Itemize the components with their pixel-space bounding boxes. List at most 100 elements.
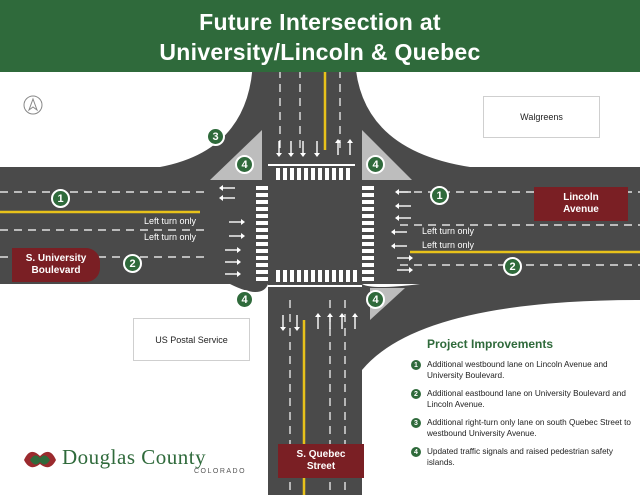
crosswalk-stripe — [256, 277, 268, 281]
arrow-icon — [300, 141, 306, 157]
legend-number: 4 — [411, 447, 421, 457]
crosswalk-stripe — [276, 270, 280, 282]
project-improvements-legend: Project Improvements 1 Additional westbo… — [405, 333, 635, 475]
crosswalk-stripe — [325, 168, 329, 180]
crosswalk-stripe — [346, 168, 350, 180]
arrow-icon — [225, 271, 241, 277]
lincoln-avenue-tag: Lincoln Avenue — [534, 187, 628, 221]
crosswalk-stripe — [256, 256, 268, 260]
crosswalk-stripe — [362, 186, 374, 190]
lincoln-line-2: Avenue — [563, 204, 599, 215]
badge-2-east: 2 — [503, 257, 522, 276]
crosswalk-stripe — [256, 186, 268, 190]
badge-2-west: 2 — [123, 254, 142, 273]
university-line-2: Boulevard — [31, 265, 81, 276]
university-line-1: S. University — [25, 253, 87, 264]
crosswalk-stripe — [362, 200, 374, 204]
badge-4-nw: 4 — [235, 155, 254, 174]
arrow-icon — [280, 315, 286, 331]
arrow-icon — [276, 141, 282, 157]
arrow-icon — [397, 267, 413, 273]
badge-3: 3 — [206, 127, 225, 146]
left-turn-label: Left turn only — [422, 226, 475, 236]
crosswalk-stripe — [276, 168, 280, 180]
crosswalk-stripe — [325, 270, 329, 282]
arrow-icon — [288, 141, 294, 157]
lincoln-line-1: Lincoln — [563, 192, 599, 203]
north-arrow-icon — [23, 95, 43, 115]
crosswalk-stripe — [362, 270, 374, 274]
crosswalk-stripe — [256, 249, 268, 253]
arrow-icon — [225, 247, 241, 253]
crosswalk-stripe — [346, 270, 350, 282]
legend-number: 2 — [411, 389, 421, 399]
quebec-line-2: Street — [306, 461, 336, 472]
logo-name: Douglas County — [62, 445, 207, 469]
crosswalk-stripe — [256, 207, 268, 211]
crosswalk-stripe — [362, 256, 374, 260]
legend-item: 3 Additional right-turn only lane on sou… — [405, 417, 635, 439]
crosswalk-stripe — [362, 207, 374, 211]
crosswalk-stripe — [353, 270, 357, 282]
arrow-icon — [335, 139, 341, 155]
crosswalk-stripe — [332, 168, 336, 180]
arrow-icon — [225, 259, 241, 265]
legend-heading: Project Improvements — [427, 337, 554, 351]
crosswalk-stripe — [339, 270, 343, 282]
crosswalk-stripe — [362, 228, 374, 232]
arrow-icon — [395, 215, 411, 221]
title-line-1: Future Intersection at — [199, 9, 441, 35]
crosswalk-stripe — [362, 214, 374, 218]
badge-1-east: 1 — [430, 186, 449, 205]
crosswalk-stripe — [290, 270, 294, 282]
badge-1-west: 1 — [51, 189, 70, 208]
arrow-icon — [391, 229, 407, 235]
legend-text: Updated traffic signals and raised pedes… — [427, 447, 613, 467]
arrow-icon — [327, 313, 333, 329]
stop-bars — [268, 164, 362, 287]
crosswalks — [256, 168, 374, 282]
douglas-county-logo-icon — [24, 451, 56, 468]
quebec-street-tag: S. Quebec Street — [278, 444, 364, 478]
crosswalk-stripe — [256, 242, 268, 246]
crosswalk-stripe — [362, 193, 374, 197]
title-banner: Future Intersection at University/Lincol… — [0, 0, 640, 72]
arrow-icon — [229, 219, 245, 225]
crosswalk-stripe — [256, 228, 268, 232]
arrow-icon — [375, 371, 381, 387]
left-turn-label: Left turn only — [144, 216, 197, 226]
crosswalk-stripe — [318, 270, 322, 282]
crosswalk-stripe — [297, 270, 301, 282]
quebec-line-1: S. Quebec — [296, 449, 346, 460]
crosswalk-stripe — [304, 270, 308, 282]
logo-sub: COLORADO — [194, 468, 247, 475]
crosswalk-stripe — [290, 168, 294, 180]
badge-4-ne: 4 — [366, 155, 385, 174]
arrow-icon — [314, 141, 320, 157]
university-boulevard-tag: S. University Boulevard — [12, 248, 100, 282]
arrow-icon — [391, 243, 407, 249]
badge-4-se: 4 — [366, 290, 385, 309]
arrow-icon — [395, 189, 411, 195]
crosswalk-stripe — [362, 277, 374, 281]
left-turn-label: Left turn only — [144, 232, 197, 242]
crosswalk-stripe — [256, 235, 268, 239]
crosswalk-stripe — [256, 214, 268, 218]
arrow-icon — [397, 255, 413, 261]
crosswalk-stripe — [283, 270, 287, 282]
post-office-label: US Postal Service — [133, 318, 250, 361]
crosswalk-stripe — [362, 242, 374, 246]
badge-4-sw: 4 — [235, 290, 254, 309]
crosswalk-stripe — [362, 221, 374, 225]
crosswalk-stripe — [339, 168, 343, 180]
arrow-icon — [352, 313, 358, 329]
walgreens-label: Walgreens — [483, 96, 600, 138]
arrow-icon — [315, 313, 321, 329]
legend-number: 3 — [411, 418, 421, 428]
crosswalk-stripe — [362, 263, 374, 267]
crosswalk-stripe — [256, 270, 268, 274]
legend-number: 1 — [411, 360, 421, 370]
arrow-icon — [294, 315, 300, 331]
crosswalk-stripe — [283, 168, 287, 180]
arrow-icon — [347, 139, 353, 155]
